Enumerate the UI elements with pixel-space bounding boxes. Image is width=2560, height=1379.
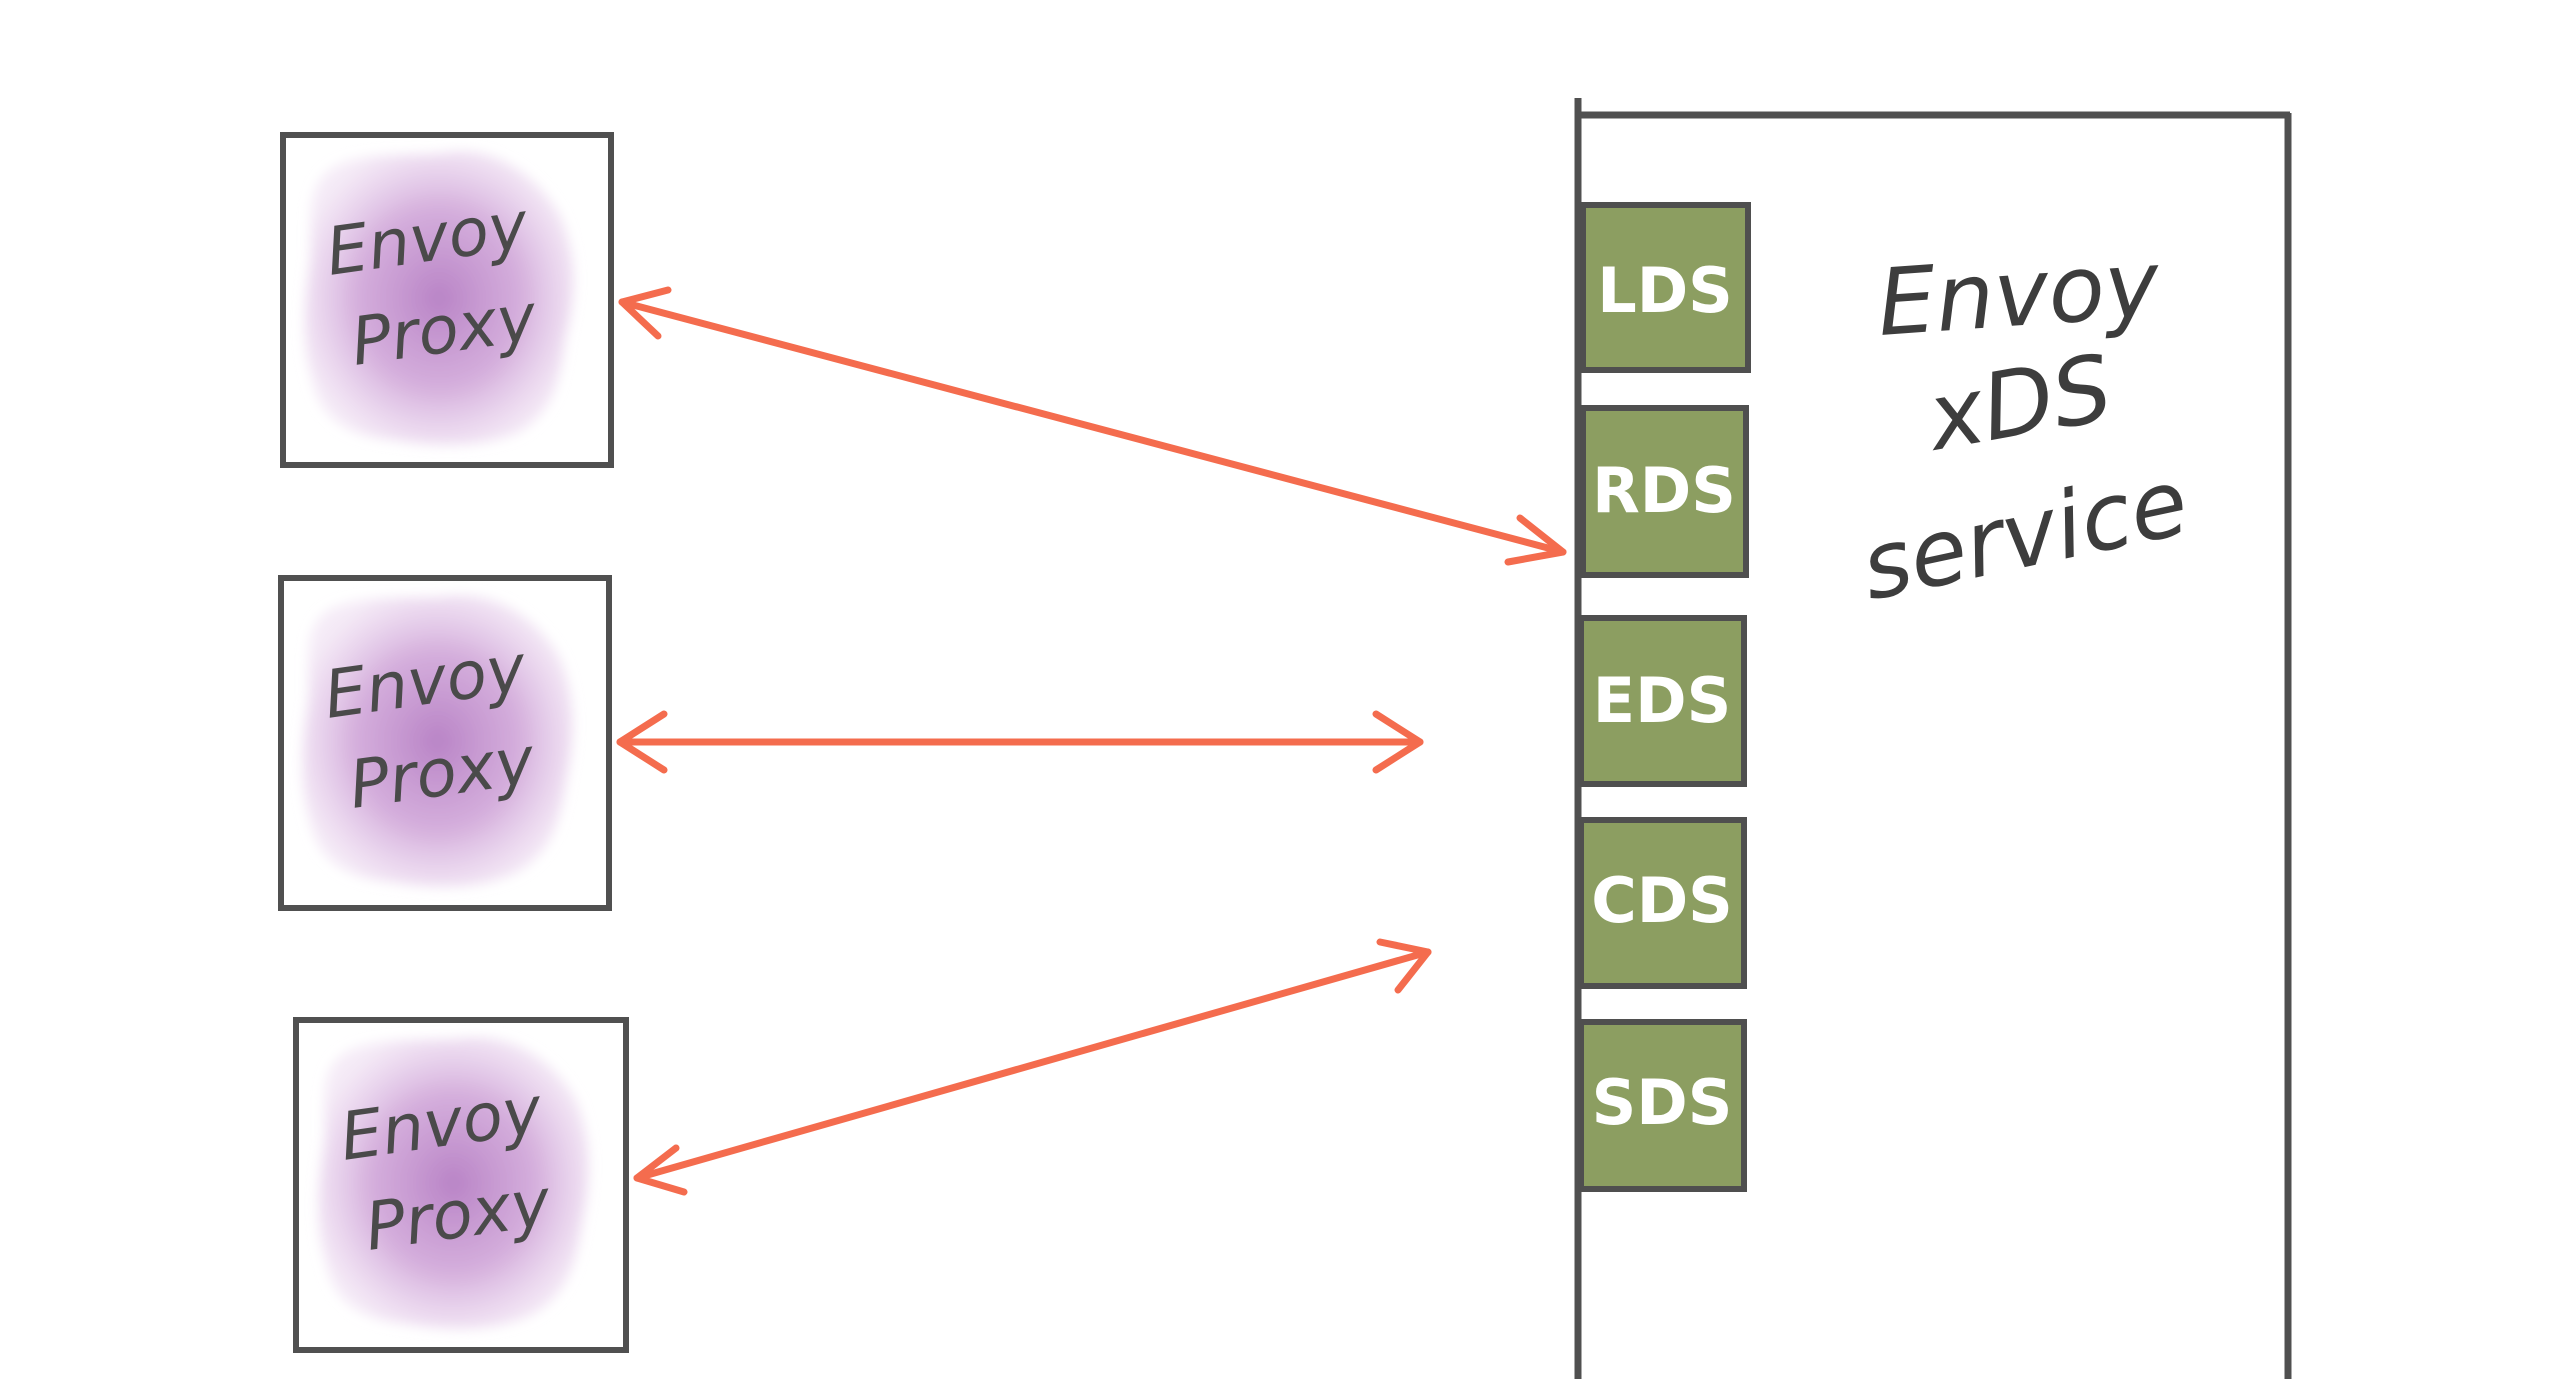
arrow-shaft	[633, 948, 1432, 1182]
arrow-shaft	[618, 298, 1567, 556]
proxy-watercolor-blob	[318, 1037, 589, 1329]
arrowhead-right	[1372, 710, 1424, 774]
xds-api-box	[1578, 817, 1747, 989]
proxy-box-frame	[293, 1017, 629, 1353]
xds-api-label: EDS	[1593, 664, 1731, 737]
bidirectional-arrow-1	[618, 286, 1567, 566]
xds-api-rds: RDS	[1580, 405, 1749, 578]
xds-api-box	[1580, 405, 1749, 578]
service-label-line2: xDS	[1917, 334, 2119, 472]
xds-api-lds: LDS	[1580, 202, 1751, 373]
service-label-line3: service	[1852, 448, 2197, 621]
proxy-box-frame	[280, 132, 614, 468]
xds-api-label: RDS	[1592, 454, 1736, 527]
proxy-watercolor-blob	[302, 595, 573, 887]
xds-api-box	[1580, 202, 1751, 373]
xds-api-box	[1578, 615, 1747, 787]
arrowhead-right	[1376, 938, 1432, 994]
bidirectional-arrow-3	[633, 938, 1432, 1196]
xds-api-label: LDS	[1597, 254, 1733, 327]
envoy-proxy-box-3: Envoy Proxy	[293, 1017, 629, 1353]
arrowhead-right	[1504, 514, 1567, 566]
proxy-watercolor-blob	[304, 151, 574, 446]
xds-api-label: SDS	[1592, 1066, 1733, 1139]
xds-api-cds: CDS	[1578, 817, 1747, 989]
xds-api-label: CDS	[1591, 864, 1733, 937]
service-label-line1: Envoy	[1874, 230, 2164, 356]
bidirectional-arrow-2	[616, 710, 1424, 774]
envoy-proxy-box-2: Envoy Proxy	[278, 575, 612, 911]
proxy-box-frame	[278, 575, 612, 911]
xds-api-box	[1578, 1019, 1747, 1192]
arrowhead-left	[633, 1144, 688, 1196]
arrowhead-left	[618, 286, 672, 340]
xds-api-sds: SDS	[1578, 1019, 1747, 1192]
xds-api-eds: EDS	[1578, 615, 1747, 787]
envoy-proxy-box-1: Envoy Proxy	[280, 132, 614, 468]
arrowhead-left	[616, 710, 668, 774]
